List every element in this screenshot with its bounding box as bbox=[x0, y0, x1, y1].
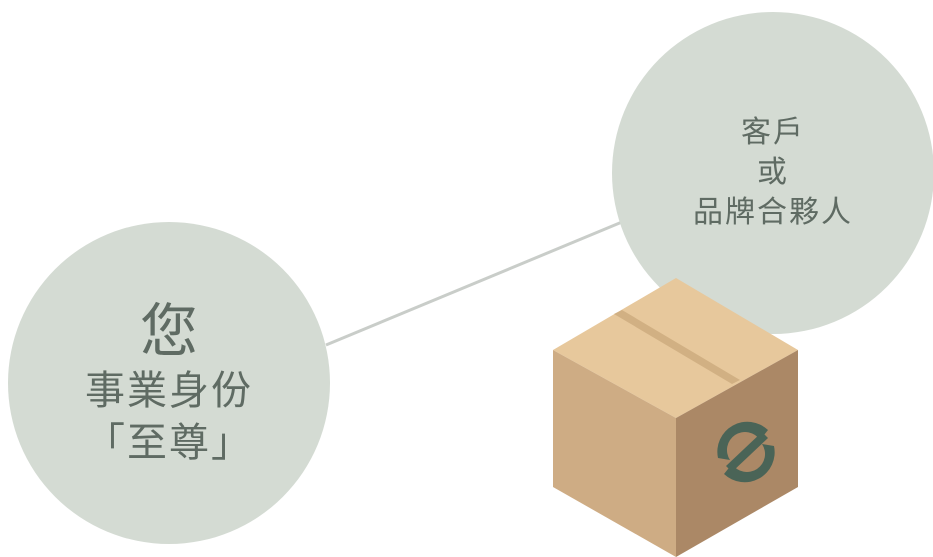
customer-node: 客戶 或 品牌合夥人 bbox=[612, 12, 933, 334]
connector-line bbox=[325, 220, 623, 347]
supreme-label: 「至尊」 bbox=[85, 420, 253, 466]
you-label: 您 bbox=[139, 297, 198, 365]
business-identity-label: 事業身份 bbox=[85, 368, 253, 414]
box-right-face bbox=[676, 350, 798, 557]
box-left-face bbox=[553, 350, 676, 557]
or-label: 或 bbox=[757, 155, 789, 190]
you-node: 您 事業身份 「至尊」 bbox=[8, 222, 330, 544]
brand-logo-icon bbox=[717, 421, 775, 483]
customer-label: 客戶 bbox=[741, 115, 805, 150]
brand-partner-label: 品牌合夥人 bbox=[693, 195, 853, 230]
box-tape bbox=[614, 310, 740, 384]
